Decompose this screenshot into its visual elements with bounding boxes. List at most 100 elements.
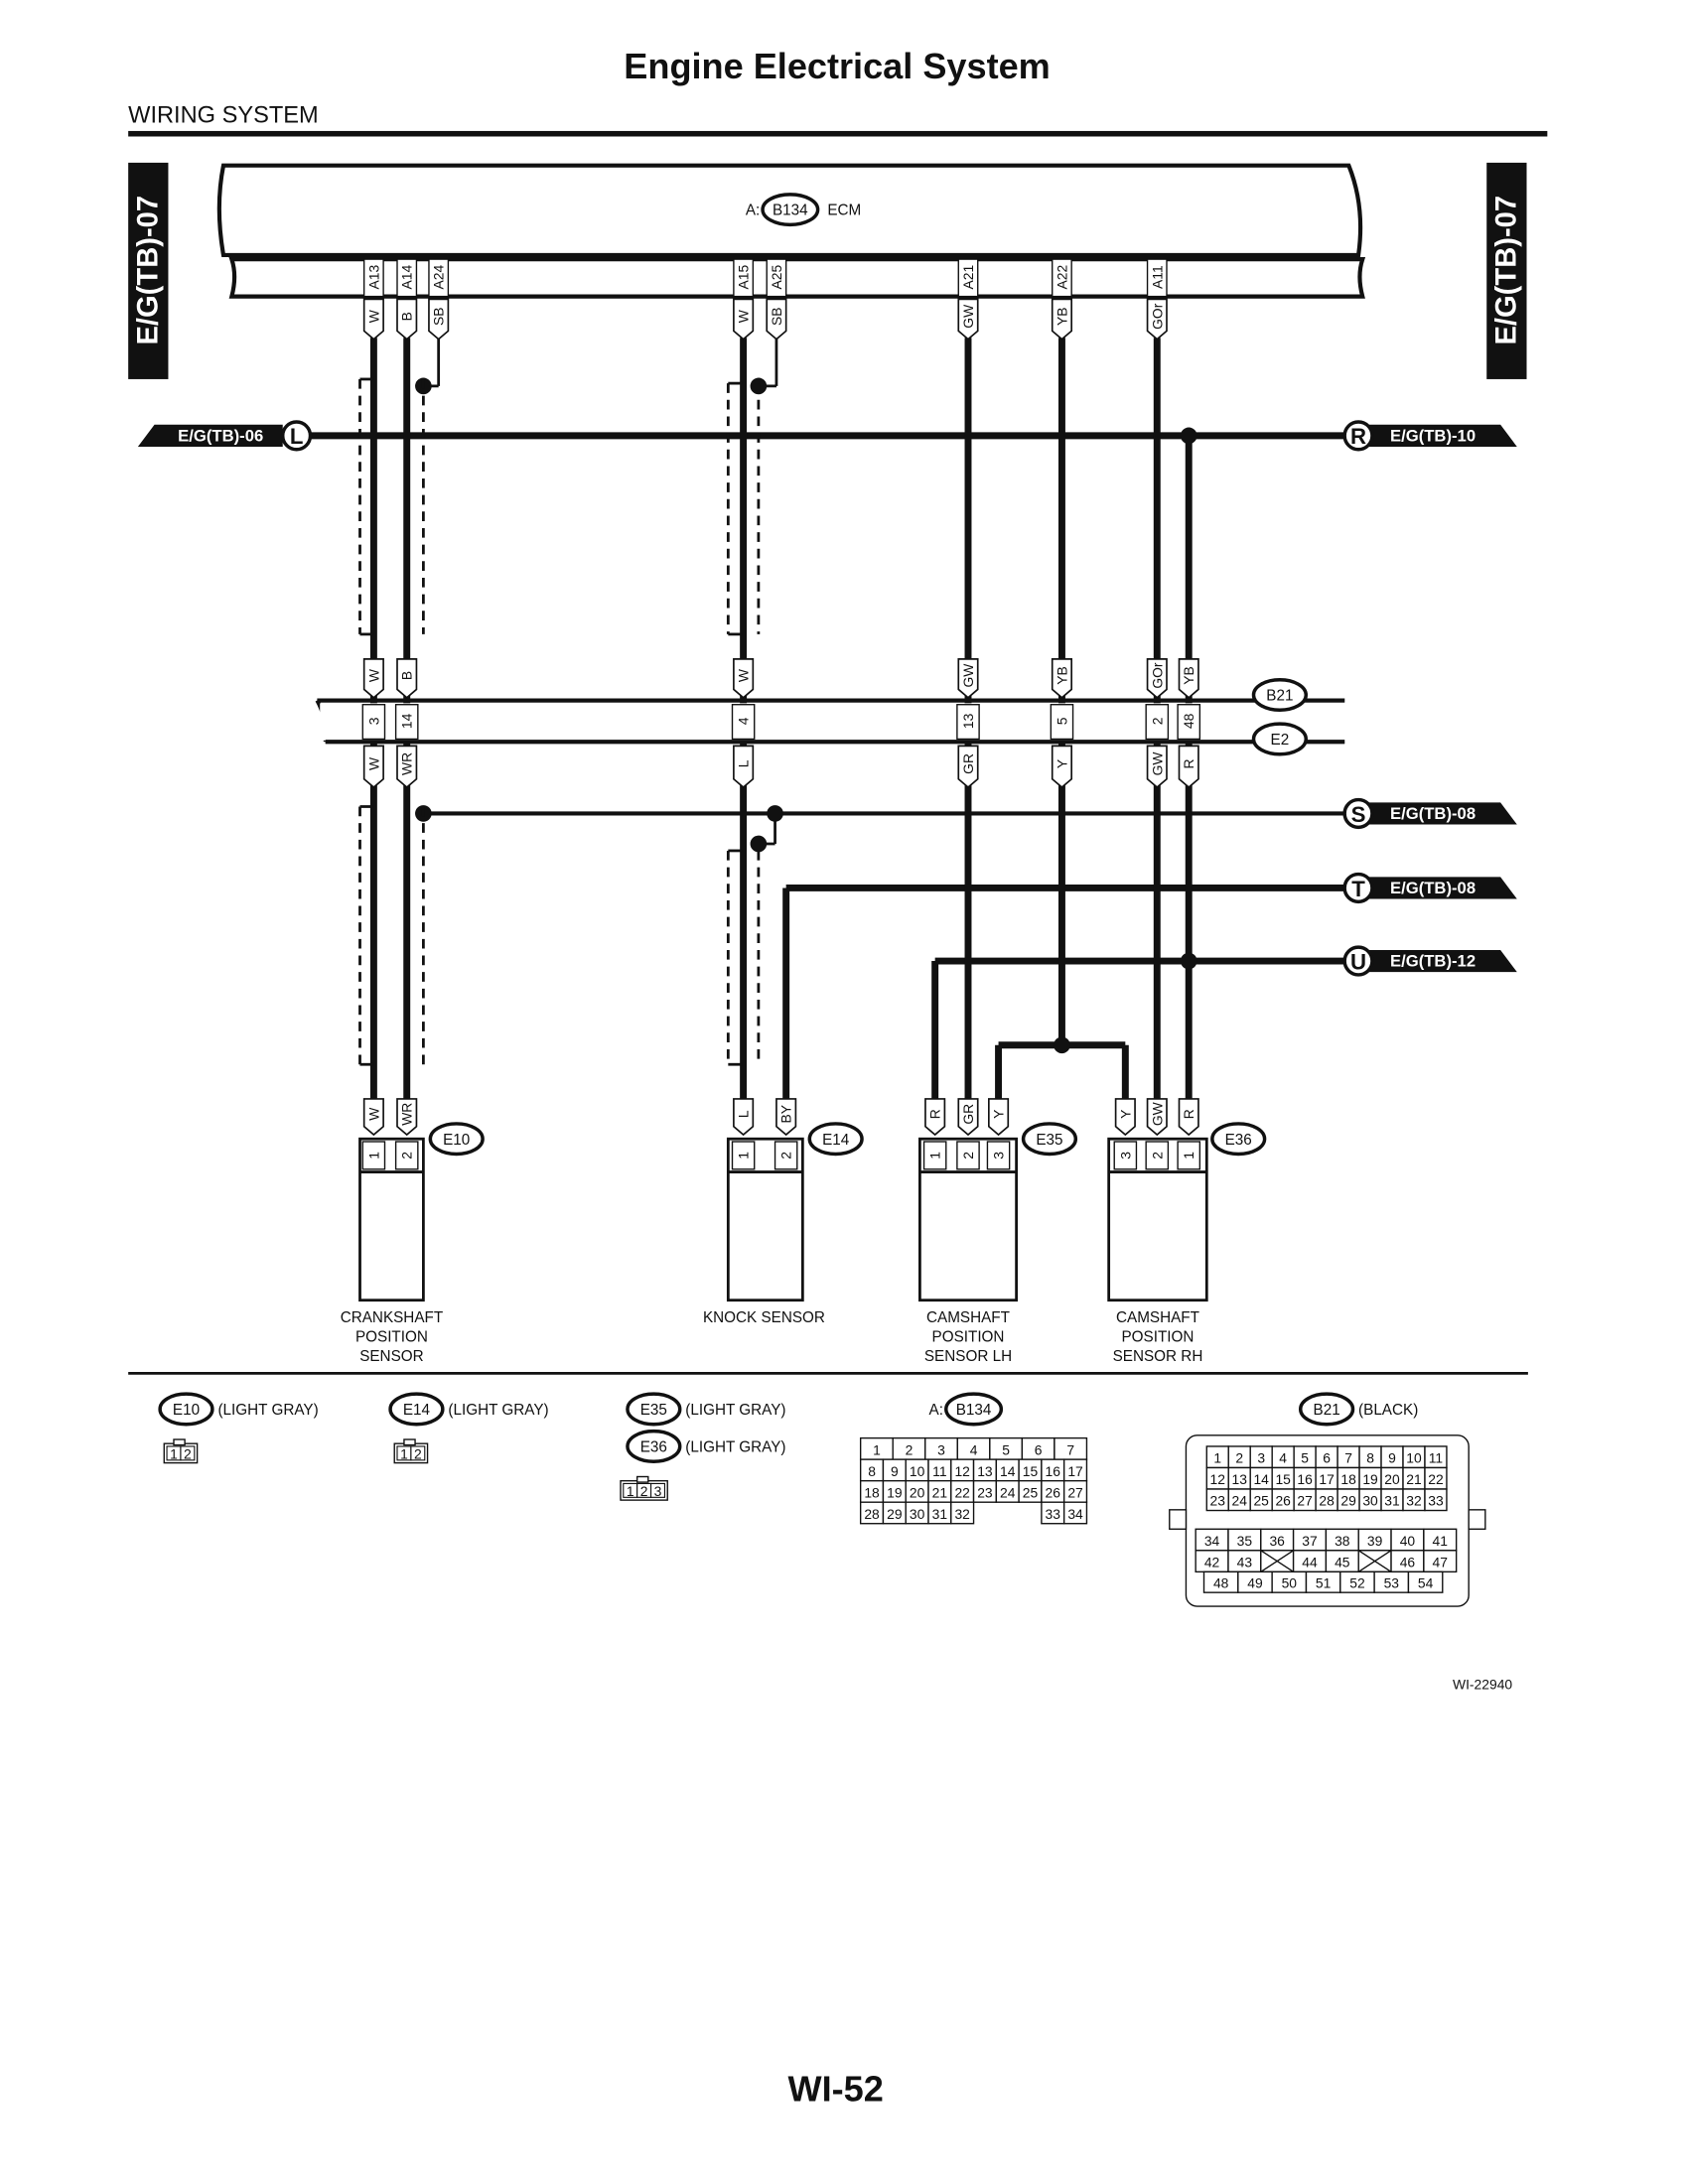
b21-upper-cell-number: 10 — [1406, 1450, 1422, 1466]
legend-e35-id-oval — [626, 1392, 682, 1427]
b21-upper-cell-number: 26 — [1275, 1493, 1291, 1509]
joint-pin-number: 13 — [960, 713, 976, 729]
b21-upper-cell-number: 32 — [1406, 1493, 1422, 1509]
joint-wire-top-tag — [733, 658, 755, 699]
sensor-wire-color: Y — [1117, 1110, 1133, 1119]
b21-lower-cell-number: 43 — [1237, 1554, 1253, 1570]
b21-upper-cell-number: 2 — [1235, 1450, 1243, 1466]
sensor-wire-color: L — [736, 1110, 752, 1118]
b134-cell-number: 22 — [954, 1484, 970, 1500]
b134-cell-number: 3 — [937, 1441, 945, 1457]
b21-upper-cell-number: 9 — [1388, 1450, 1396, 1466]
b134-cell-number: 13 — [977, 1463, 993, 1479]
joint-wire-bottom-tag — [362, 745, 384, 789]
joint-wire-bottom-tag — [1051, 745, 1072, 789]
sensor-pin-box — [1113, 1141, 1138, 1170]
b134-cell-number: 32 — [954, 1506, 970, 1522]
legend-e35-id: E35 — [640, 1402, 667, 1419]
joint-pin-box — [1145, 704, 1170, 741]
b134-cell-number: 33 — [1046, 1506, 1061, 1522]
joint-wire-top: YB — [1054, 666, 1069, 685]
ecm-pin-box — [957, 258, 979, 298]
side-tab-left — [128, 162, 169, 379]
sensor-pin-box — [731, 1141, 756, 1170]
legend-e36-id: E36 — [640, 1439, 667, 1456]
sensor-pin-number: 1 — [736, 1152, 752, 1160]
sensor-pin-box — [1177, 1141, 1201, 1170]
b21-bottom-cell-number: 52 — [1349, 1574, 1365, 1590]
b21-upper-cell-number: 16 — [1297, 1471, 1313, 1487]
joint-wire-top-tag — [396, 658, 418, 699]
b21-lower-cell-number: 41 — [1433, 1533, 1449, 1549]
legend-e10-connector-latch — [173, 1438, 186, 1446]
b134-cell-number: 6 — [1035, 1441, 1043, 1457]
bus-S-letter: S — [1351, 802, 1366, 827]
ecm-wire-color: W — [365, 309, 381, 323]
legend-e10-color: (LIGHT GRAY) — [217, 1402, 318, 1419]
ecm-pin-box — [1052, 258, 1072, 298]
side-tab-left-label: E/G(TB)-07 — [132, 196, 164, 345]
ecm-wire-color-tag — [733, 298, 755, 341]
joint-wire-bottom-tag — [957, 745, 979, 789]
b21-upper-cell-number: 30 — [1362, 1493, 1378, 1509]
bus-U-ref: E/G(TB)-12 — [1390, 952, 1476, 971]
joint-wire-bottom-tag — [1146, 745, 1168, 789]
sensor-name: CAMSHAFT — [926, 1309, 1010, 1326]
legend-e36-connector-pin — [650, 1482, 665, 1498]
b21-lower-cell-number: 38 — [1335, 1533, 1350, 1549]
sensor-wire-color: BY — [778, 1105, 794, 1124]
b21-lower-cell-number: 39 — [1367, 1533, 1383, 1549]
ecm-wire-color: SB — [431, 307, 447, 326]
b21-bottom-cell — [1407, 1570, 1444, 1593]
ecm-wire-color-tag — [1146, 298, 1168, 341]
ecm-pin-a24: A24 — [431, 265, 447, 290]
sensor-wire-color-tag — [733, 1098, 755, 1137]
b21-lower-cell-number: 42 — [1204, 1554, 1220, 1570]
sensor-name: SENSOR LH — [924, 1348, 1012, 1365]
sensor-wire-color: R — [1181, 1109, 1196, 1119]
b134-cell-number: 31 — [932, 1506, 948, 1522]
ecm-wire-color: SB — [769, 307, 784, 326]
sensor-pin-box — [922, 1141, 947, 1170]
sensor-pin-number: 1 — [927, 1152, 943, 1160]
legend-e35-color: (LIGHT GRAY) — [685, 1402, 785, 1419]
b21-lower-cell-number: 35 — [1237, 1533, 1253, 1549]
joint-pin-box — [731, 704, 756, 741]
b21-lower-cell-number: 44 — [1302, 1554, 1318, 1570]
joint-wire-bottom-tag — [396, 745, 418, 789]
b134-cell-number: 12 — [954, 1463, 970, 1479]
ecm-connector-id-oval — [761, 193, 820, 227]
legend-e14-connector-pin-number: 1 — [400, 1445, 408, 1461]
b21-upper-cell-number: 14 — [1253, 1471, 1269, 1487]
joint-pin-number: 4 — [736, 717, 752, 725]
joint-id-e2-oval — [1251, 722, 1309, 756]
ecm-wire-color-tag — [428, 298, 450, 341]
sensor-wire-color: GR — [960, 1104, 976, 1125]
legend-b134-prefix: A: — [929, 1402, 943, 1419]
sensor-pin-number: 2 — [960, 1152, 976, 1160]
legend-e10-connector-pin-number: 1 — [170, 1445, 178, 1461]
joint-wire-bottom: WR — [399, 752, 415, 775]
ecm-connector-id: B134 — [773, 203, 808, 219]
joint-pin-box — [956, 704, 980, 741]
b134-cell-number: 26 — [1046, 1484, 1061, 1500]
section-label: WIRING SYSTEM — [128, 103, 319, 129]
legend-b21-id-oval — [1298, 1392, 1355, 1427]
joint-wire-bottom: L — [736, 759, 752, 767]
b21-upper-cell-number: 7 — [1344, 1450, 1352, 1466]
bus-U-letter: U — [1350, 949, 1366, 974]
b21-upper-cell-number: 5 — [1301, 1450, 1309, 1466]
legend-e10-id: E10 — [173, 1402, 200, 1419]
ecm-wire-color: W — [736, 309, 752, 323]
ecm-wire-color-tag — [396, 298, 418, 341]
ecm-pin-box — [362, 258, 384, 298]
ecm-pin-box — [733, 258, 755, 298]
b21-lower-cell-number: 36 — [1269, 1533, 1285, 1549]
b21-upper-cell-number: 28 — [1319, 1493, 1335, 1509]
b21-upper-cell-number: 12 — [1210, 1471, 1226, 1487]
b21-upper-cell-number: 18 — [1340, 1471, 1356, 1487]
sensor-connector-e35-oval — [1021, 1122, 1078, 1157]
sensor-name: SENSOR — [359, 1348, 423, 1365]
legend-e36-id-oval — [626, 1429, 682, 1463]
